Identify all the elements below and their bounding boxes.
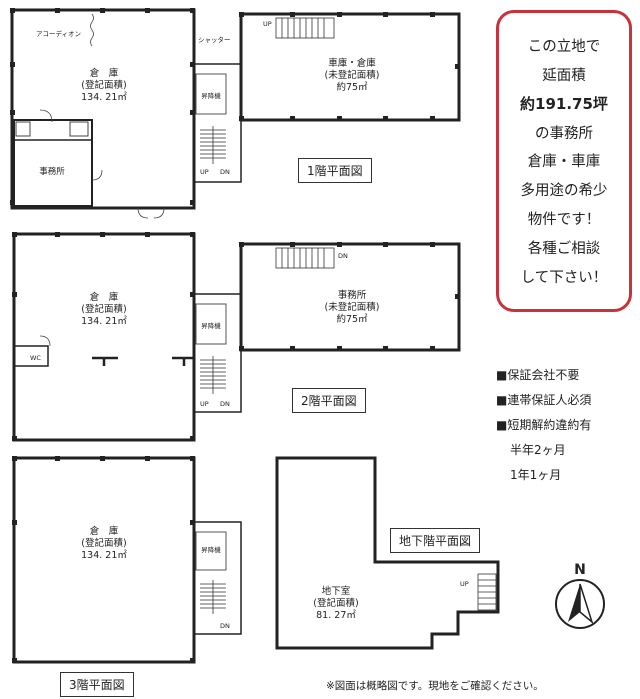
basement-room-name: 地下室 bbox=[322, 585, 351, 597]
f3-warehouse-area: 134. 21㎡ bbox=[81, 550, 127, 561]
basement-room-reg: (登記面積) bbox=[313, 597, 358, 609]
basement-title: 地下階平面図 bbox=[390, 528, 481, 553]
f1-office-label: 事務所 bbox=[39, 166, 65, 177]
f3-elevator-label: 昇降機 bbox=[201, 545, 221, 554]
basement-stair-up: UP bbox=[460, 580, 469, 588]
north-compass: N bbox=[555, 562, 605, 629]
conditions-list: ■保証会社不要 ■連帯保証人必須 ■短期解約違約有 半年2ヶ月 1年1ヶ月 bbox=[496, 366, 591, 491]
f2-elevator-label: 昇降機 bbox=[201, 321, 221, 330]
floor-1-plan: アコーディオン シャッター 倉 庫 (登記面積) 134. 21㎡ 昇降機 事務… bbox=[10, 8, 461, 219]
compass-arrow-icon bbox=[568, 584, 580, 622]
f2-wc-label: WC bbox=[30, 354, 41, 362]
f1-warehouse-area: 134. 21㎡ bbox=[81, 92, 127, 103]
note-item-5: 1年1ヶ月 bbox=[510, 468, 562, 482]
basement-plan: 地下室 (登記面積) 81. 27㎡ UP bbox=[275, 456, 500, 650]
callout-line-8: 各種ご相談 bbox=[527, 241, 601, 258]
f2-office-reg: (未登記面積) bbox=[325, 301, 380, 313]
callout-line-6: 多用途の希少 bbox=[520, 183, 608, 200]
f1-up-top: UP bbox=[263, 20, 272, 28]
f1-stair-dn: DN bbox=[220, 168, 230, 176]
f2-office-area: 約75㎡ bbox=[336, 313, 368, 325]
f1-warehouse-reg: (登記面積) bbox=[81, 79, 126, 91]
callout-line-7: 物件です！ bbox=[527, 212, 601, 229]
f1-garage-reg: (未登記面積) bbox=[325, 69, 380, 81]
note-item-3: ■短期解約違約有 bbox=[496, 418, 592, 432]
floor-2-plan: 倉 庫 (登記面積) 134. 21㎡ WC 昇降機 事務所 (未登記面積) 約… bbox=[12, 232, 461, 442]
callout-line-3: 約191.75坪 bbox=[520, 94, 608, 113]
f2-stair-dn: DN bbox=[220, 400, 230, 408]
f1-warehouse-name: 倉 庫 bbox=[90, 67, 119, 79]
f1-elevator-label: 昇降機 bbox=[201, 91, 221, 100]
accordion-label: アコーディオン bbox=[36, 29, 81, 38]
callout-line-4: の事務所 bbox=[535, 125, 593, 142]
callout-line-5: 倉庫・車庫 bbox=[527, 154, 601, 171]
disclaimer-caption: ※図面は概略図です。現地をご確認ください。 bbox=[326, 680, 544, 692]
floor-3-plan: 倉 庫 (登記面積) 134. 21㎡ 昇降機 DN bbox=[12, 456, 242, 664]
f1-garage-name: 車庫・倉庫 bbox=[328, 57, 376, 69]
f1-garage-area: 約75㎡ bbox=[336, 81, 368, 93]
f3-warehouse-name: 倉 庫 bbox=[90, 525, 119, 537]
callout-line-1: この立地で bbox=[527, 38, 601, 55]
compass-label: N bbox=[574, 562, 586, 578]
f2-warehouse-name: 倉 庫 bbox=[90, 291, 119, 303]
floor-2-title: 2階平面図 bbox=[292, 388, 366, 413]
floor-3-title: 3階平面図 bbox=[60, 672, 134, 697]
f2-stair-up: UP bbox=[200, 400, 209, 408]
note-item-2: ■連帯保証人必須 bbox=[496, 393, 592, 407]
f2-warehouse-reg: (登記面積) bbox=[81, 303, 126, 315]
f3-warehouse-reg: (登記面積) bbox=[81, 537, 126, 549]
f2-office-name: 事務所 bbox=[338, 289, 367, 301]
callout-line-9: して下さい！ bbox=[520, 270, 608, 287]
f2-dn-top: DN bbox=[338, 252, 348, 260]
floor-1-title: 1階平面図 bbox=[298, 158, 372, 183]
note-item-1: ■保証会社不要 bbox=[496, 368, 580, 382]
f3-stair-dn: DN bbox=[220, 622, 230, 630]
f1-stair-up: UP bbox=[200, 168, 209, 176]
promo-callout: この立地で 延面積 約191.75坪 の事務所 倉庫・車庫 多用途の希少 物件で… bbox=[496, 10, 632, 312]
note-item-4: 半年2ヶ月 bbox=[510, 443, 566, 457]
shutter-label: シャッター bbox=[198, 35, 231, 44]
callout-line-2: 延面積 bbox=[542, 67, 586, 84]
f2-warehouse-area: 134. 21㎡ bbox=[81, 316, 127, 327]
basement-room-area: 81. 27㎡ bbox=[316, 610, 356, 621]
